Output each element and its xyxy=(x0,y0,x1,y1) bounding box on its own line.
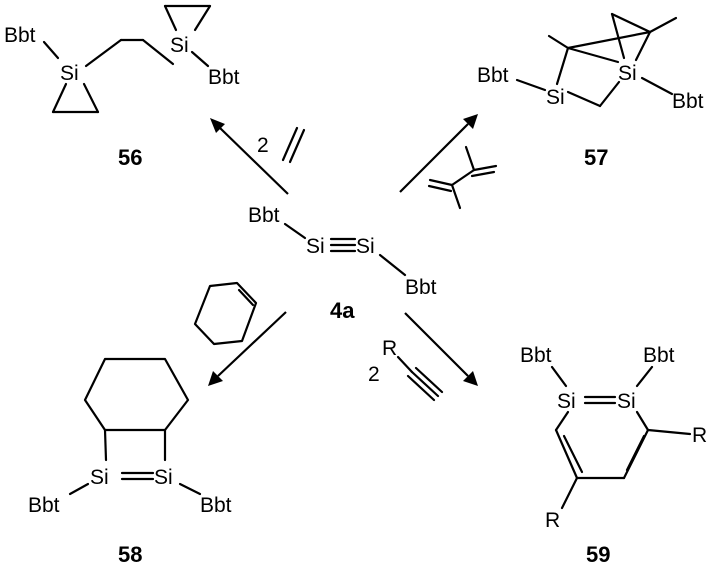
bond xyxy=(515,78,547,92)
arrow-to-56 xyxy=(210,118,289,195)
bond xyxy=(68,482,90,496)
bond xyxy=(560,476,579,510)
bond xyxy=(450,168,476,187)
double-bond-line xyxy=(470,170,496,178)
substituent-bbt: Bbt xyxy=(200,494,232,517)
silicon-atom: Si xyxy=(170,34,189,57)
bond xyxy=(103,428,108,462)
ethylene-coefficient: 2 xyxy=(257,134,269,157)
compound-57: Bbt Si Si Bbt 57 xyxy=(477,12,704,170)
alkyne-coefficient: 2 xyxy=(368,363,380,386)
reagent-ethylene: 2 xyxy=(257,126,306,164)
reagent-cyclohexene xyxy=(193,281,258,346)
bond xyxy=(82,82,100,114)
bond xyxy=(566,90,602,108)
substituent-bbt: Bbt xyxy=(405,276,437,299)
bond xyxy=(190,50,210,68)
bond xyxy=(178,482,202,496)
bond xyxy=(566,46,620,64)
silicon-atom: Si xyxy=(356,235,375,258)
bond xyxy=(141,38,175,66)
bond xyxy=(378,253,407,277)
substituent-r: R xyxy=(545,509,560,532)
arrow-to-58 xyxy=(208,311,287,386)
methyl-bond xyxy=(547,34,570,50)
bond xyxy=(283,222,307,240)
bond xyxy=(554,428,579,480)
bond xyxy=(51,82,68,114)
bond xyxy=(640,76,674,96)
silicon-atom: Si xyxy=(60,62,79,85)
bond xyxy=(450,183,462,210)
bond xyxy=(598,80,621,108)
bond xyxy=(84,38,123,68)
ring xyxy=(193,281,258,346)
compound-label: 59 xyxy=(586,542,610,567)
substituent-bbt: Bbt xyxy=(520,344,552,367)
silicon-atom: Si xyxy=(154,466,173,489)
compound-4a: Bbt Si Si Bbt 4a xyxy=(248,204,437,323)
bond xyxy=(550,365,568,388)
methyl-bond xyxy=(648,16,678,34)
bond xyxy=(42,40,60,60)
triple-bond-line xyxy=(414,366,444,394)
bond xyxy=(635,410,650,432)
silicon-atom: Si xyxy=(306,235,325,258)
triple-bond-line xyxy=(406,374,436,402)
silicon-atom: Si xyxy=(90,466,109,489)
bond xyxy=(193,4,212,32)
bond xyxy=(428,178,454,187)
silicon-atom: Si xyxy=(557,390,576,413)
bond xyxy=(635,365,654,388)
triple-bond-line xyxy=(410,370,440,398)
bond xyxy=(472,164,498,172)
double-bond-line xyxy=(237,288,255,307)
bond xyxy=(610,12,626,60)
substituent-bbt: Bbt xyxy=(28,494,60,517)
alkyne-substituent-r: R xyxy=(382,337,397,360)
reagent-alkyne: R 2 xyxy=(368,337,444,402)
compound-label: 58 xyxy=(118,542,142,567)
bond xyxy=(554,410,570,432)
substituent-bbt: Bbt xyxy=(208,66,240,89)
substituent-bbt: Bbt xyxy=(4,24,36,47)
compound-58: Si Si Bbt Bbt 58 xyxy=(28,357,232,567)
bond xyxy=(396,355,414,374)
bond xyxy=(163,4,178,32)
reagent-dimethylbutadiene xyxy=(427,145,498,210)
substituent-bbt: Bbt xyxy=(672,90,704,113)
compound-label: 4a xyxy=(330,298,355,323)
substituent-r: R xyxy=(692,424,707,447)
double-bond-line xyxy=(625,434,646,472)
silicon-atom: Si xyxy=(546,86,565,109)
double-bond-line xyxy=(281,126,299,162)
bond xyxy=(634,30,652,62)
substituent-bbt: Bbt xyxy=(477,64,509,87)
bond xyxy=(646,428,692,436)
bond xyxy=(566,30,652,50)
substituent-bbt: Bbt xyxy=(248,204,280,227)
arrow-to-57 xyxy=(399,114,478,193)
compound-label: 56 xyxy=(118,145,142,170)
bond xyxy=(610,12,652,34)
cyclohexane-ring xyxy=(83,357,190,432)
compound-59: Bbt Bbt Si Si R R 59 xyxy=(520,344,707,567)
bond xyxy=(555,46,570,86)
double-bond-line xyxy=(427,184,453,193)
compound-56: Bbt Si Si Bbt 56 xyxy=(4,4,240,170)
silicon-atom: Si xyxy=(618,62,637,85)
compound-label: 57 xyxy=(584,145,608,170)
double-bond-line xyxy=(288,128,306,164)
double-bond-line xyxy=(562,434,584,474)
silicon-atom: Si xyxy=(617,390,636,413)
substituent-bbt: Bbt xyxy=(643,344,675,367)
arrow-to-59 xyxy=(404,312,478,386)
bond xyxy=(464,145,476,172)
